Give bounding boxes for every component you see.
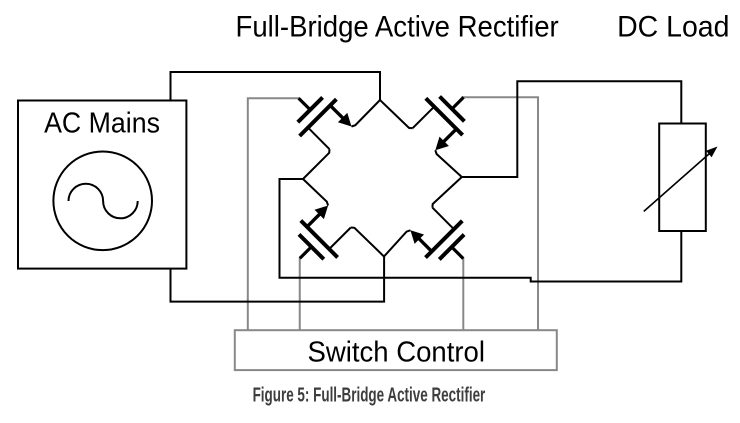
svg-text:AC Mains: AC Mains	[44, 108, 160, 140]
svg-text:Full-Bridge Active Rectifier: Full-Bridge Active Rectifier	[236, 11, 559, 44]
svg-text:DC Load: DC Load	[617, 11, 729, 44]
svg-text:Figure 5: Full-Bridge Active R: Figure 5: Full-Bridge Active Rectifier	[253, 384, 486, 406]
svg-text:Switch Control: Switch Control	[308, 337, 486, 369]
